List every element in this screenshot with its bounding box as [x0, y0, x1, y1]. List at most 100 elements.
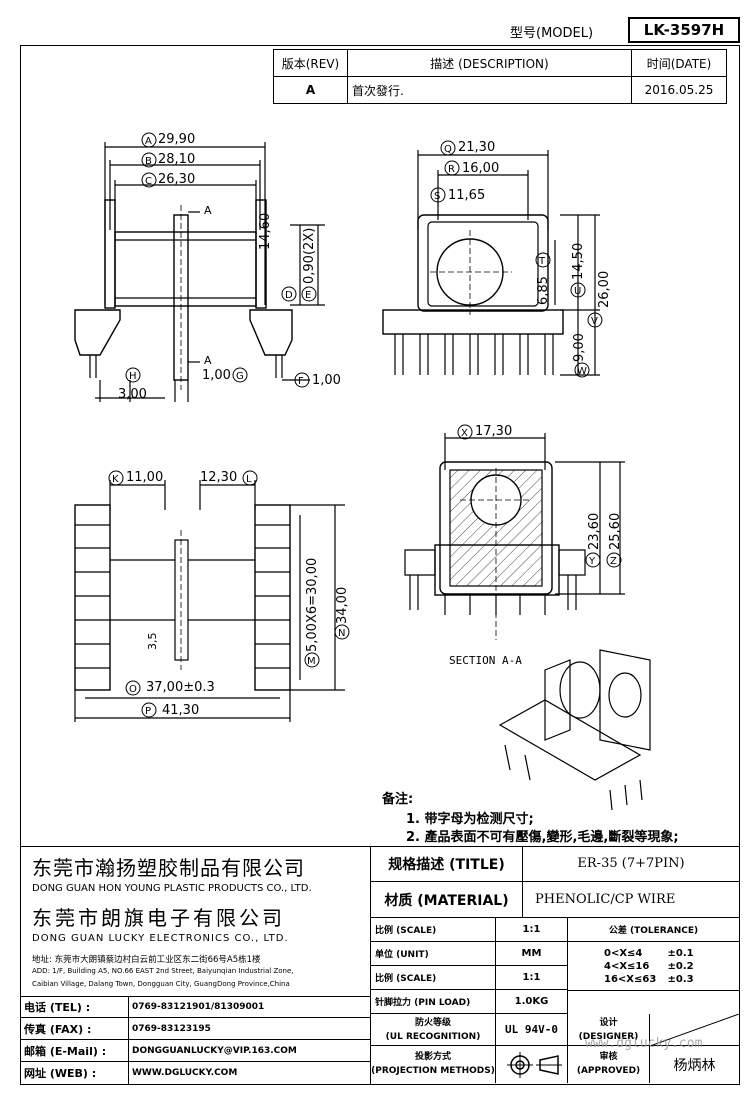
dim-z: 25,60 [608, 512, 623, 550]
address-en-2: Caibian Village, Dalang Town, Dongguan C… [32, 980, 290, 988]
svg-text:W: W [577, 366, 587, 377]
approved-label-en: (APPROVED) [576, 1066, 641, 1076]
designer-label-cn: 设计 [599, 1018, 618, 1028]
pin-load-label: 针脚拉力 (PIN LOAD) [371, 990, 496, 1014]
dim-x: 17,30 [475, 424, 513, 439]
side-view [382, 150, 600, 376]
material-label: 材质 (MATERIAL) [371, 882, 523, 918]
notes-title: 备注: [382, 792, 414, 807]
svg-text:M: M [307, 656, 316, 667]
material-value: PHENOLIC/CP WIRE [523, 882, 739, 918]
dim-g: 1,00 [202, 368, 231, 383]
svg-text:O: O [129, 684, 137, 695]
drawing-frame [20, 45, 740, 1085]
watermark: www.dglucky.com [585, 1036, 703, 1051]
address-en-1: ADD: 1/F, Building A5, NO.66 EAST 2nd St… [32, 967, 294, 975]
dim-f: 1,00 [312, 373, 341, 388]
svg-text:A: A [145, 136, 152, 147]
title-block-border [20, 846, 740, 1085]
dim-p: 41,30 [162, 703, 200, 718]
unit-label: 单位 (UNIT) [371, 942, 496, 966]
projection-label: 投影方式 (PROJECTION METHODS) [371, 1046, 496, 1083]
title-label: 规格描述 (TITLE) [371, 846, 523, 882]
contact-value-email: DONGGUANLUCKY@VIP.163.COM [128, 1040, 370, 1062]
note-1: 1. 带字母为检测尺寸; [406, 812, 534, 827]
dim-k: 11,00 [126, 470, 164, 485]
dim-b: 28,10 [158, 152, 196, 167]
svg-text:P: P [145, 706, 151, 717]
svg-text:D: D [285, 290, 293, 301]
tolerance-row: 4<X≤16 ±0.2 [604, 960, 694, 973]
svg-text:B: B [145, 156, 152, 167]
designer-value [649, 1013, 740, 1047]
dim-n: 34,00 [335, 586, 350, 624]
dim-o: 37,00±0.3 [146, 680, 215, 695]
model-label: 型号(MODEL) [510, 26, 594, 41]
designer-label: 设计 (DESIGNER) [568, 1014, 650, 1046]
scale-label-2: 比例 (SCALE) [371, 966, 496, 990]
company-name-2-en: DONG GUAN LUCKY ELECTRONICS CO., LTD. [32, 933, 289, 944]
dim-small: 3,5 [146, 632, 159, 651]
approver-name: 杨炳林 [673, 1057, 716, 1074]
svg-text:U: U [574, 286, 581, 297]
side-view-labels: Q R S T U V W [430, 140, 603, 378]
svg-text:Z: Z [610, 556, 617, 567]
scale-value-2: 1:1 [496, 966, 568, 990]
tolerance-range: 0<X≤4 [604, 948, 643, 959]
model-number: LK-3597H [628, 17, 740, 43]
dim-c: 26,30 [158, 172, 196, 187]
company-name-2: 东莞市朗旗电子有限公司 [32, 906, 285, 930]
svg-text:R: R [448, 164, 455, 175]
dim-w: 9,00 [572, 333, 587, 362]
approved-label-cn: 审核 [599, 1052, 618, 1062]
tolerance-value: ±0.2 [667, 961, 694, 972]
contact-value-tel: 0769-83121901/81309001 [128, 996, 370, 1018]
svg-text:L: L [246, 474, 252, 485]
contact-table: 电话 (TEL) : 0769-83121901/81309001 传真 (FA… [20, 996, 370, 1085]
tolerance-label: 公差 (TOLERANCE) [568, 918, 739, 942]
tolerance-row: 16<X≤63 ±0.3 [604, 973, 694, 986]
top-view-labels: K L M N O P [108, 470, 350, 718]
dim-v: 26,00 [597, 270, 612, 308]
svg-text:K: K [112, 474, 119, 485]
top-view [74, 480, 345, 722]
svg-text:C: C [145, 176, 152, 187]
title-value: ER-35 (7+7PIN) [523, 846, 739, 882]
dim-u: 14,50 [571, 242, 586, 280]
svg-text:X: X [461, 428, 468, 439]
scale-label-1: 比例 (SCALE) [371, 918, 496, 942]
dim-y: 23,60 [587, 512, 602, 550]
designer-slash-icon [649, 1013, 740, 1047]
svg-text:V: V [591, 316, 598, 327]
ul-value: UL 94V-0 [496, 1014, 568, 1046]
tolerance-value: ±0.3 [667, 974, 694, 985]
svg-text:Q: Q [444, 144, 452, 155]
section-mark-bottom: A [204, 354, 212, 367]
company-name-1-en: DONG GUAN HON YOUNG PLASTIC PRODUCTS CO.… [32, 883, 312, 894]
contact-label-web: 网址 (WEB) : [24, 1067, 97, 1080]
isometric-view [498, 649, 651, 811]
section-view-labels: X Y Z [457, 424, 622, 568]
svg-text:F: F [298, 376, 304, 387]
date-value: 2016.05.25 [631, 76, 727, 104]
projection-label-en: (PROJECTION METHODS) [371, 1066, 495, 1076]
tolerance-bottom-line [568, 990, 739, 991]
tolerance-value: ±0.1 [667, 948, 694, 959]
dim-t: 6,85 [536, 276, 551, 305]
svg-text:S: S [434, 191, 440, 202]
contact-label-tel: 电话 (TEL) : [20, 996, 128, 1018]
tolerance-range: 4<X≤16 [604, 961, 650, 972]
dim-h: 3,00 [118, 387, 147, 402]
section-title: SECTION A-A [449, 654, 522, 667]
dim-m: 5,00X6=30,00 [305, 557, 320, 652]
dim-s: 11,65 [448, 188, 486, 203]
svg-text:N: N [338, 628, 345, 639]
contact-label-email: 邮箱 (E-Mail) : [20, 1040, 128, 1062]
tolerance-list: 0<X≤4 ±0.1 4<X≤16 ±0.2 16<X≤63 ±0.3 [604, 947, 694, 986]
note-2: 2. 產品表面不可有壓傷,變形,毛邊,斷裂等現象; [406, 830, 679, 845]
tolerance-range: 16<X≤63 [604, 974, 657, 985]
contact-value-fax: 0769-83123195 [128, 1018, 370, 1040]
ul-label-cn: 防火等级 [414, 1018, 451, 1028]
ul-label: 防火等级 (UL RECOGNITION) [371, 1014, 496, 1046]
address-cn: 地址: 东莞市大朗镇蔡边村白云前工业区东二街66号A5栋1楼 [32, 955, 261, 965]
